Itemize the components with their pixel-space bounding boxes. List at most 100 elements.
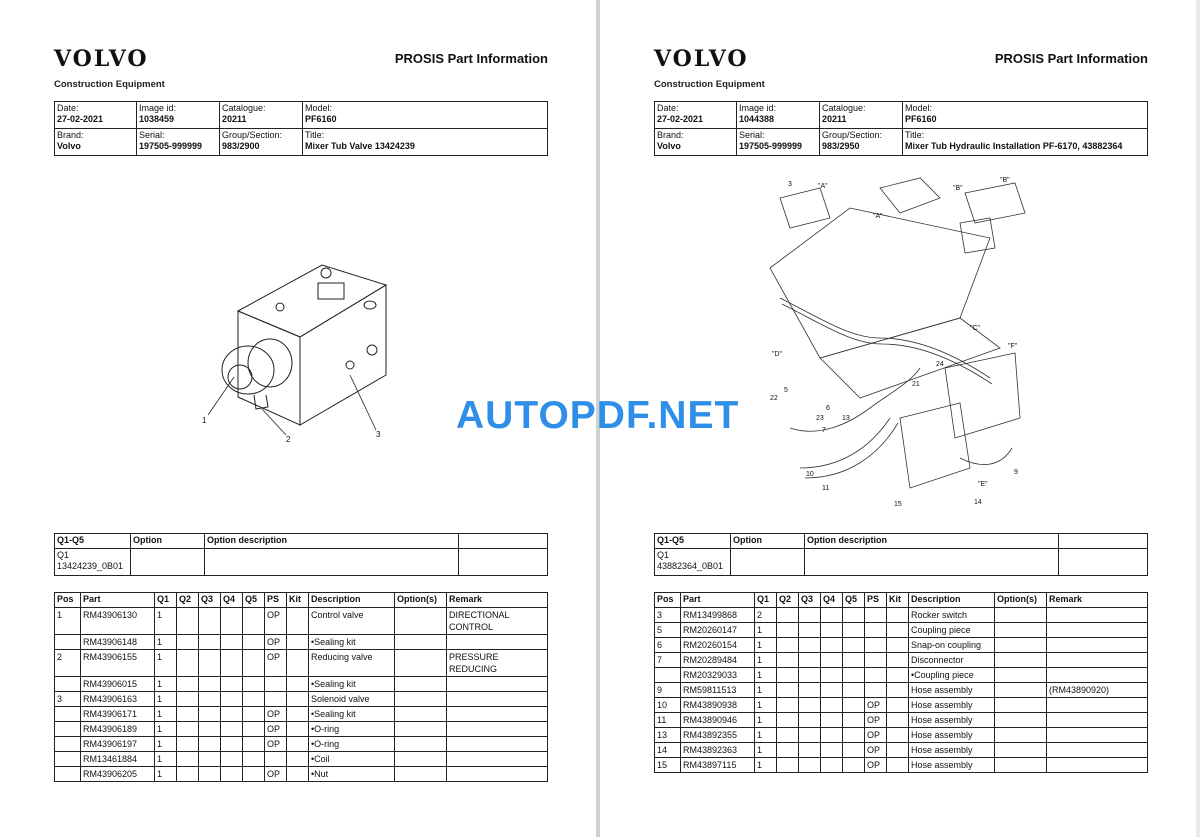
parts-empty-cell bbox=[798, 742, 821, 758]
parts-empty-cell bbox=[798, 607, 821, 623]
brand-value: Volvo bbox=[657, 141, 681, 151]
model-label: Model: bbox=[305, 103, 333, 113]
parts-empty-cell bbox=[176, 766, 199, 782]
option-header-cell: Option bbox=[730, 533, 805, 549]
image-id-label: Image id: bbox=[139, 103, 177, 113]
parts-empty-cell bbox=[820, 757, 843, 773]
parts-header-cell: Q3 bbox=[198, 592, 221, 608]
parts-empty-cell bbox=[394, 634, 447, 650]
parts-remark-cell bbox=[1046, 622, 1148, 638]
parts-desc-cell: •Sealing kit bbox=[308, 706, 395, 722]
parts-empty-cell bbox=[394, 607, 447, 635]
parts-header-cell: Q5 bbox=[242, 592, 265, 608]
parts-empty-cell bbox=[242, 751, 265, 767]
parts-empty-cell bbox=[886, 727, 909, 743]
parts-empty-cell bbox=[994, 712, 1047, 728]
parts-pos-cell bbox=[654, 667, 681, 683]
image-id-label: Image id: bbox=[739, 103, 777, 113]
parts-empty-cell bbox=[176, 634, 199, 650]
parts-pos-cell bbox=[54, 706, 81, 722]
parts-empty-cell bbox=[776, 712, 799, 728]
parts-pos-cell: 7 bbox=[654, 652, 681, 668]
parts-desc-cell: Solenoid valve bbox=[308, 691, 395, 707]
parts-pos-cell: 5 bbox=[654, 622, 681, 638]
callout-label: 15 bbox=[894, 501, 902, 508]
parts-q1-cell: 1 bbox=[754, 757, 777, 773]
callout-label: 13 bbox=[842, 415, 850, 422]
parts-part-cell: RM43906148 bbox=[80, 634, 155, 650]
parts-q1-cell: 1 bbox=[754, 712, 777, 728]
parts-empty-cell bbox=[886, 757, 909, 773]
option-header-cell: Option bbox=[130, 533, 205, 549]
date-label: Date: bbox=[57, 103, 79, 113]
parts-empty-cell bbox=[198, 691, 221, 707]
parts-empty-cell bbox=[798, 727, 821, 743]
watermark-text: AUTOPDF.NET bbox=[456, 394, 740, 437]
group-cell: Group/Section:983/2900 bbox=[219, 128, 303, 156]
parts-desc-cell: Hose assembly bbox=[908, 682, 995, 698]
catalogue-value: 20211 bbox=[222, 114, 247, 124]
parts-empty-cell bbox=[994, 682, 1047, 698]
parts-part-cell: RM13499868 bbox=[680, 607, 755, 623]
parts-empty-cell bbox=[798, 667, 821, 683]
parts-empty-cell bbox=[198, 751, 221, 767]
date-value: 27-02-2021 bbox=[657, 114, 704, 124]
parts-empty-cell bbox=[994, 622, 1047, 638]
parts-empty-cell bbox=[842, 652, 865, 668]
parts-remark-cell bbox=[446, 691, 548, 707]
option-cell bbox=[730, 548, 805, 576]
parts-empty-cell bbox=[820, 682, 843, 698]
parts-empty-cell bbox=[842, 712, 865, 728]
parts-remark-cell bbox=[446, 706, 548, 722]
parts-empty-cell bbox=[220, 736, 243, 752]
parts-empty-cell bbox=[286, 634, 309, 650]
option-header-cell bbox=[1058, 533, 1148, 549]
hydraulic-installation-illustration: 3 "A" "B" "B" "A" "C" "D" "F" 24 21 22 5… bbox=[769, 177, 1026, 508]
parts-empty-cell bbox=[198, 607, 221, 635]
parts-empty-cell bbox=[842, 742, 865, 758]
parts-remark-cell bbox=[446, 736, 548, 752]
parts-empty-cell bbox=[394, 676, 447, 692]
brand-cell: Brand:Volvo bbox=[654, 128, 737, 156]
parts-remark-cell: DIRECTIONAL CONTROL bbox=[446, 607, 548, 635]
parts-remark-cell bbox=[1046, 667, 1148, 683]
catalogue-value: 20211 bbox=[822, 114, 847, 124]
parts-remark-cell bbox=[446, 676, 548, 692]
parts-empty-cell bbox=[886, 682, 909, 698]
parts-part-cell: RM13461884 bbox=[80, 751, 155, 767]
parts-empty-cell bbox=[776, 742, 799, 758]
parts-part-cell: RM20289484 bbox=[680, 652, 755, 668]
parts-empty-cell bbox=[198, 649, 221, 677]
parts-q1-cell: 2 bbox=[754, 607, 777, 623]
parts-ps-cell: OP bbox=[864, 757, 887, 773]
parts-empty-cell bbox=[820, 712, 843, 728]
parts-empty-cell bbox=[798, 637, 821, 653]
parts-empty-cell bbox=[820, 652, 843, 668]
title-cell: Title:Mixer Tub Hydraulic Installation P… bbox=[902, 128, 1148, 156]
parts-remark-cell bbox=[1046, 607, 1148, 623]
brand-label: Brand: bbox=[657, 130, 684, 140]
option-extra-cell bbox=[1058, 548, 1148, 576]
model-label: Model: bbox=[905, 103, 933, 113]
option-header-cell: Option description bbox=[804, 533, 1059, 549]
parts-header-cell: Q4 bbox=[220, 592, 243, 608]
parts-empty-cell bbox=[286, 766, 309, 782]
parts-empty-cell bbox=[220, 706, 243, 722]
date-label: Date: bbox=[657, 103, 679, 113]
parts-desc-cell: •Sealing kit bbox=[308, 634, 395, 650]
callout-label: 11 bbox=[822, 485, 829, 492]
parts-part-cell: RM43892363 bbox=[680, 742, 755, 758]
parts-part-cell: RM43890938 bbox=[680, 697, 755, 713]
parts-header-cell: Q1 bbox=[754, 592, 777, 608]
parts-empty-cell bbox=[394, 736, 447, 752]
parts-empty-cell bbox=[820, 607, 843, 623]
parts-empty-cell bbox=[776, 637, 799, 653]
option-header-cell bbox=[458, 533, 548, 549]
parts-empty-cell bbox=[198, 634, 221, 650]
parts-desc-cell: •O-ring bbox=[308, 736, 395, 752]
parts-header-cell: Q2 bbox=[176, 592, 199, 608]
